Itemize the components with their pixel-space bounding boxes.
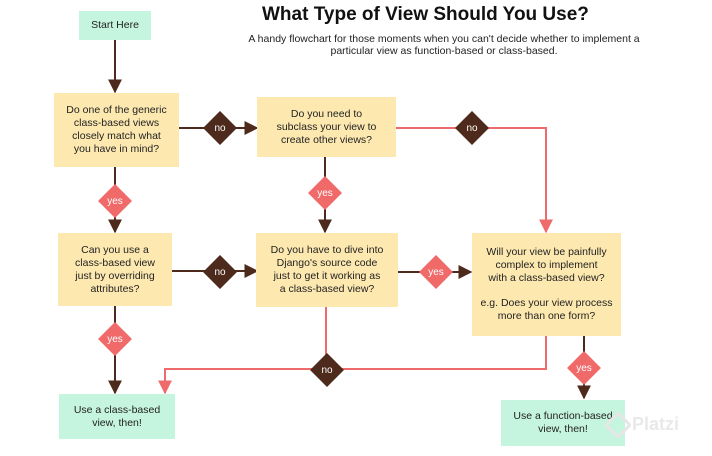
arrow-q2-no-to-q5 bbox=[396, 127, 553, 234]
question-line bbox=[481, 285, 613, 297]
end-line: Use a class-based bbox=[73, 403, 161, 416]
arrow-q5-no-merge bbox=[326, 336, 547, 370]
end-function-based: Use a function-based view, then! bbox=[501, 400, 625, 446]
question-painfully-complex: Will your view be painfully complex to i… bbox=[472, 233, 621, 336]
question-line: you have in mind? bbox=[73, 143, 160, 155]
yes-diamond: yes bbox=[98, 184, 132, 218]
yes-diamond: yes bbox=[308, 176, 342, 210]
question-line: class-based view bbox=[75, 256, 155, 269]
question-line: with a class-based view? bbox=[488, 272, 605, 284]
question-line: Will your view be painfully bbox=[486, 246, 607, 258]
yes-diamond: yes bbox=[419, 255, 453, 289]
platzi-logo-icon bbox=[603, 410, 633, 439]
yes-diamond: yes bbox=[567, 351, 601, 385]
question-line: more than one form? bbox=[497, 310, 596, 322]
question-line: Django's source code bbox=[276, 257, 378, 269]
end-line: view, then! bbox=[538, 423, 588, 435]
end-line: view, then! bbox=[92, 416, 142, 429]
question-line: subclass your view to bbox=[276, 120, 377, 133]
question-line: closely match what bbox=[72, 130, 161, 142]
question-line: Do one of the generic bbox=[66, 104, 167, 116]
no-diamond: no bbox=[203, 255, 237, 289]
end-line: Use a function-based bbox=[513, 410, 613, 422]
question-line: a class-based view? bbox=[279, 283, 375, 295]
question-line: Do you need to bbox=[290, 107, 363, 120]
question-override-attributes: Can you use a class-based view just by o… bbox=[58, 233, 172, 306]
start-label: Start Here bbox=[91, 19, 139, 31]
page-subtitle: A handy flowchart for those moments when… bbox=[248, 33, 640, 57]
watermark-text: Platzi bbox=[632, 414, 680, 434]
no-diamond: no bbox=[310, 353, 344, 387]
question-line: complex to implement bbox=[495, 259, 598, 271]
question-line: just by overriding bbox=[75, 269, 155, 282]
platzi-watermark: Platzi bbox=[603, 410, 680, 439]
question-generic-views: Do one of the generic class-based views … bbox=[54, 93, 179, 167]
question-line: e.g. Does your view process bbox=[480, 297, 613, 309]
question-line: just to get it working as bbox=[273, 270, 381, 282]
yes-diamond: yes bbox=[98, 322, 132, 356]
arrow-q4-no-to-end-class bbox=[158, 307, 327, 395]
no-diamond: no bbox=[455, 111, 489, 145]
end-class-based: Use a class-based view, then! bbox=[59, 394, 175, 439]
question-line: Can you use a bbox=[81, 243, 149, 256]
page-title: What Type of View Should You Use? bbox=[262, 4, 589, 25]
no-diamond: no bbox=[203, 111, 237, 145]
start-node: Start Here bbox=[79, 11, 151, 40]
question-line: class-based views bbox=[73, 117, 160, 129]
question-subclass-view: Do you need to subclass your view to cre… bbox=[257, 97, 396, 157]
question-line: attributes? bbox=[90, 282, 140, 295]
question-line: create other views? bbox=[280, 133, 373, 146]
question-line: Do you have to dive into bbox=[270, 244, 384, 256]
question-django-source: Do you have to dive into Django's source… bbox=[256, 233, 398, 307]
